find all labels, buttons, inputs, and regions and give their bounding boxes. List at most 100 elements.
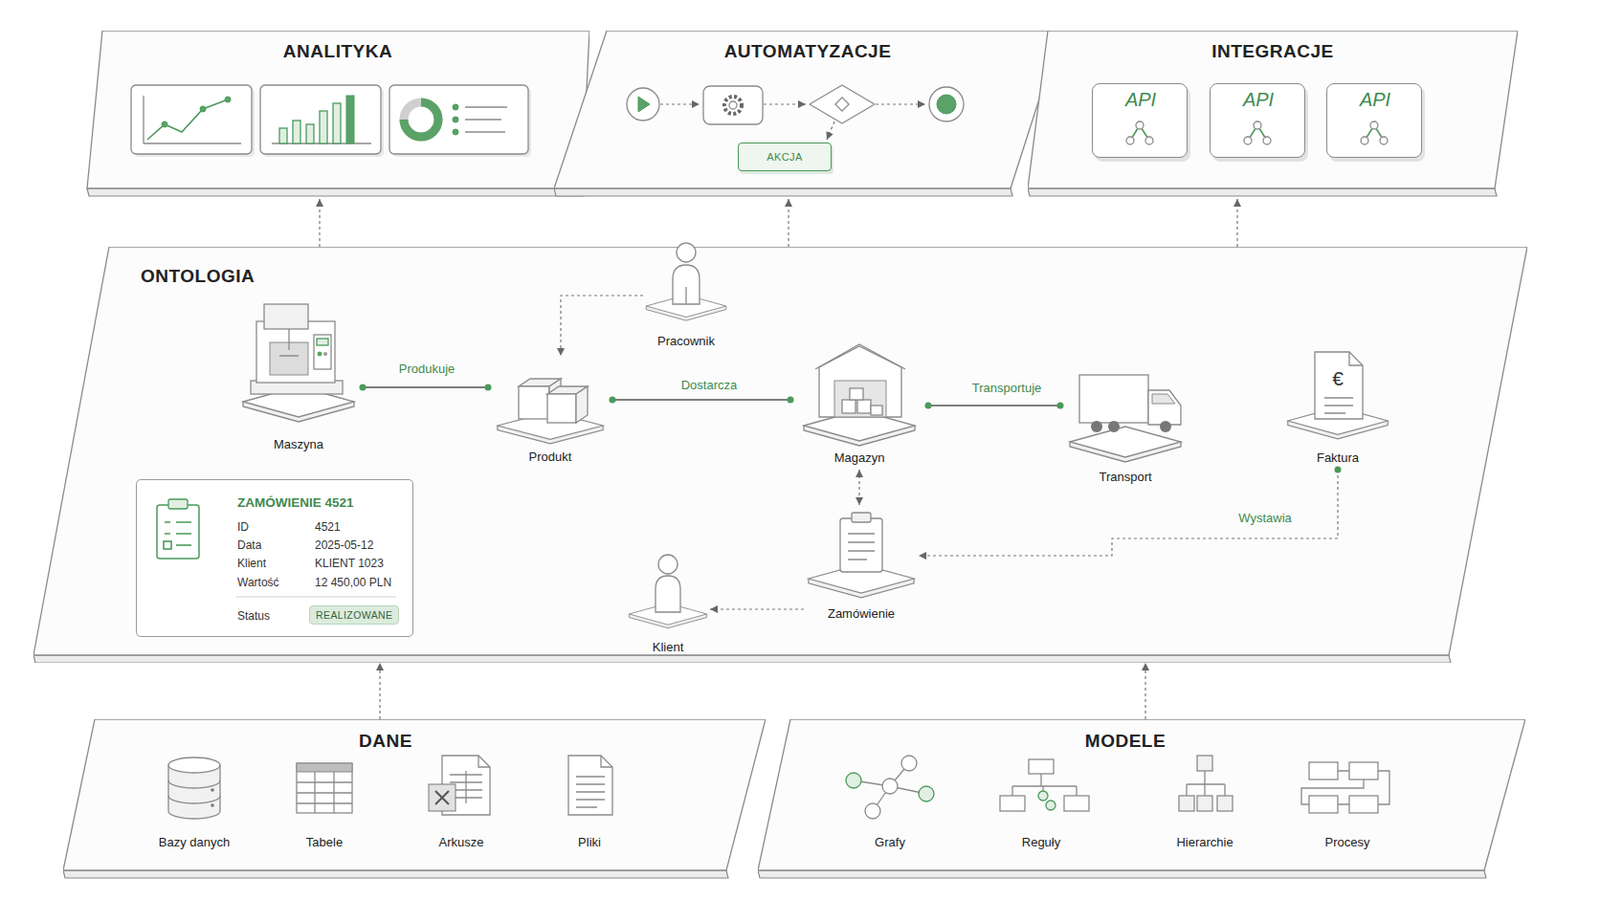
status-value: REALIZOWANE [315,609,393,622]
invoice-icon-part [1349,352,1363,366]
api-label-wrap: API [1243,88,1274,112]
product-boxes-icon-part [547,394,577,423]
connector [318,199,320,247]
field-name-wrap: Klient [237,554,267,572]
api-network-icons-part-part [1247,125,1267,141]
source-label: Pliki [577,835,601,850]
entity-node: Pracownik [643,237,730,354]
automation-flow-part [929,87,964,122]
warehouse-icon-part [849,388,864,400]
product-boxes-icon-part [518,386,550,420]
api-label-wrap: API [1359,88,1391,112]
donut-chart-card-part [403,102,439,137]
card-clipboard-icon-part [164,522,192,534]
card-clipboard-icon-part [156,505,200,559]
hierarchy-icon-part [1186,771,1225,797]
card-clipboard-icon-part [236,597,397,599]
automation-flow-part [660,103,700,105]
connector [362,386,489,388]
hierarchy-icon-part [1197,796,1213,812]
api-network-icons [1126,121,1388,145]
entity-label: Zamówienie [827,606,895,622]
record-card: ZAMÓWIENIE 4521ID4521Data2025-05-12Klien… [135,479,414,638]
donut-chart-card-part [389,85,529,155]
panel-face [1027,30,1518,189]
connector [710,608,804,610]
bar-chart-card-part [263,88,384,157]
panel-heading-wrap: AUTOMATYZACJE [724,41,892,63]
donut-chart-card-part [452,116,459,123]
automation-flow-part [724,96,742,114]
automation-flow-part [809,85,875,124]
hierarchy-icon-part [1197,755,1213,772]
source-label: Grafy [874,835,906,850]
source-label: Arkusze [439,835,485,850]
machine-icon-part [313,334,332,370]
source-label: Tabele [306,835,343,850]
source-label: Bazy danych [158,835,230,850]
product-boxes-icon [497,378,603,445]
process-icon-part [1349,762,1378,780]
line-chart-card-part [200,106,206,112]
api-network-icons-part-part [1126,136,1134,145]
invoice-icon-part [1314,352,1363,420]
connector [612,399,791,400]
api-network-icons-part [1360,121,1388,145]
source-label-wrap: Pliki [577,833,601,851]
api-card: API [1209,83,1306,158]
api-label: API [1243,88,1274,112]
database-icon [168,757,221,820]
hierarchy-icon-part [1178,796,1195,812]
connector-dot [787,397,795,404]
source-label: Hierarchie [1176,835,1233,850]
relation-label-wrap: Transportuje [969,378,1045,397]
machine-icon-part [264,304,309,330]
bar-chart-card-part [333,103,341,144]
worker-icon-part [685,287,687,305]
api-network-icons-part-part [1379,136,1388,145]
panel-face [63,719,766,871]
field-name-wrap: Data [237,535,262,554]
connector [787,199,789,247]
panel-heading: MODELE [1085,731,1166,753]
automation-flow-part [826,121,835,140]
card-clipboard-icon-part [176,544,192,547]
truck-icon-part [1152,394,1176,404]
bar-chart-card-part [279,128,288,144]
action-label: AKCJA [766,151,802,163]
api-network-icons-part-part [1263,136,1271,145]
warehouse-icon-part [803,410,915,446]
truck-icon-part [1108,421,1120,433]
panel-heading-wrap: ONTOLOGIA [140,266,255,288]
process-icon-part [1301,771,1390,805]
warehouse-icon-part [842,400,856,414]
graph-icon-part [853,763,927,812]
warehouse-icon-part [834,380,887,418]
machine-icon-part [269,342,309,376]
truck-icon-part [1159,421,1172,433]
field-value-wrap: 2025-05-12 [314,535,374,554]
line-chart-card-part [161,121,168,128]
line-chart-card-part [224,96,231,103]
entity-label: Transport [1098,469,1152,485]
panel-heading: DANE [358,731,413,753]
automation-flow-part [936,94,956,114]
panel-heading-wrap: MODELE [1085,731,1166,753]
card-heading: ZAMÓWIENIE 4521 [237,495,355,511]
panel-heading-wrap: INTEGRACJE [1211,41,1334,63]
database-icon-part [168,757,221,774]
layer-panel: DANE [63,719,766,881]
panel-heading-wrap: ANALITYKA [283,41,393,63]
field-value: 4521 [314,520,341,534]
api-network-icons-part-part [1253,121,1262,130]
field-name: Status [237,609,270,623]
donut-chart-card-part [452,129,459,135]
table-icon-part [296,763,353,814]
machine-icon-part [256,321,335,383]
panel-edge [757,870,1487,879]
warehouse-icon [803,344,915,446]
entity-node: Magazyn [790,336,929,470]
api-network-icons-part-part [1364,125,1384,141]
bar-chart-card-part [292,120,301,144]
